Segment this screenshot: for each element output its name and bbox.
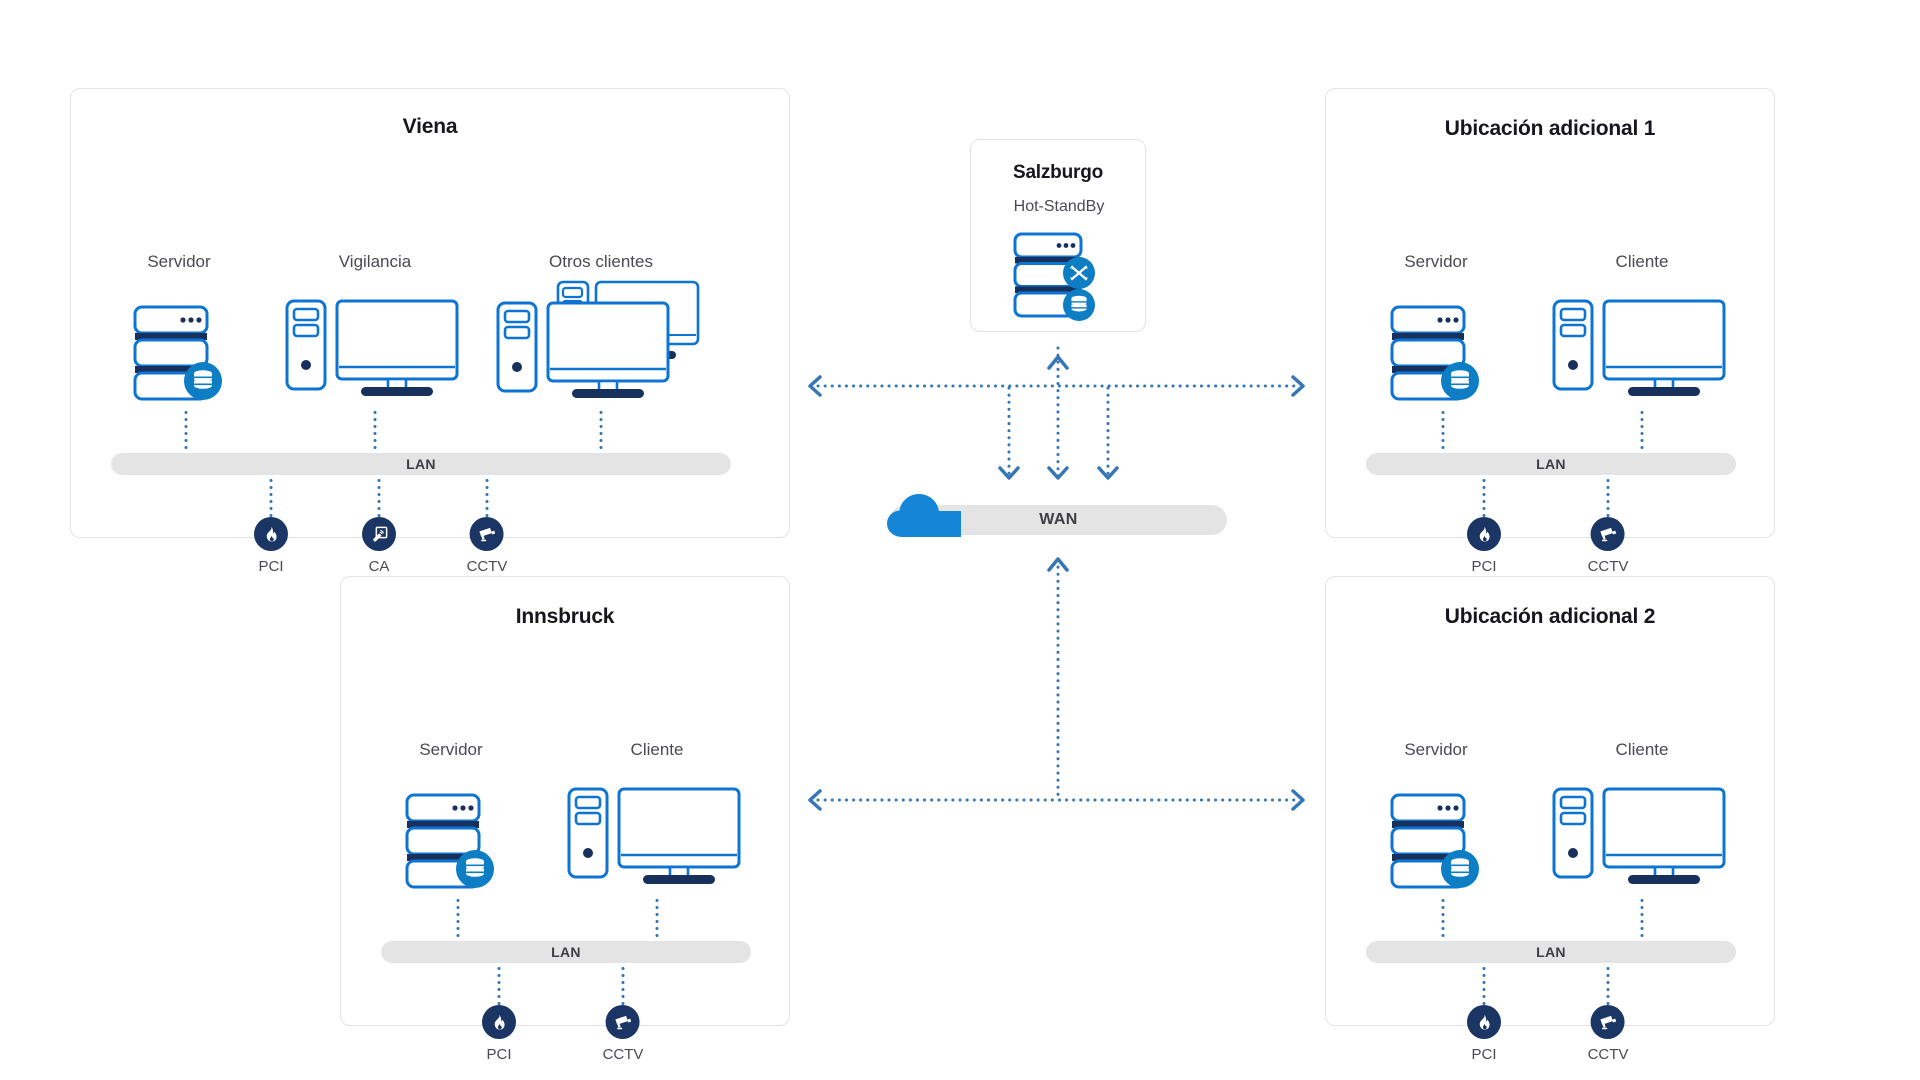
link-server-lan (1441, 897, 1445, 939)
security-icon-pci-ua2[interactable]: PCI (1467, 1005, 1501, 1063)
lan-bar-viena: LAN (111, 453, 731, 475)
device-workstation-cliente-ua2[interactable] (1552, 785, 1732, 885)
security-icon-label: PCI (486, 1046, 512, 1063)
link-lan-pci (269, 477, 273, 517)
fire-icon (254, 517, 288, 551)
security-icon-label: CCTV (602, 1046, 644, 1063)
security-icon-cctv-ua2[interactable]: CCTV (1587, 1005, 1629, 1063)
site-title-viena: Viena (402, 115, 458, 138)
link-lan-pci (1482, 965, 1486, 1005)
security-icon-cctv-viena[interactable]: CCTV (466, 517, 508, 575)
lan-bar-ua1: LAN (1366, 453, 1736, 475)
site-panel-ubicacion-adicional-2: Ubicación adicional 2 Servidor Cliente (1325, 576, 1775, 1063)
site-title-ua1: Ubicación adicional 1 (1444, 117, 1656, 140)
link-server-lan (456, 897, 460, 939)
link-lan-cctv (485, 477, 489, 517)
cctv-camera-icon (1591, 1005, 1625, 1039)
link-server-lan (1441, 409, 1445, 451)
device-server-db-ua2[interactable] (1388, 789, 1484, 889)
link-lan-cctv (621, 965, 625, 1005)
salzburgo-subtitle: Hot-StandBy (1013, 198, 1105, 215)
column-label-servidor: Servidor (419, 740, 483, 759)
column-label-cliente: Cliente (1615, 252, 1669, 271)
site-title-salzburgo: Salzburgo (1012, 162, 1104, 183)
security-icon-cctv-ua1[interactable]: CCTV (1587, 517, 1629, 575)
column-label-servidor: Servidor (1404, 740, 1468, 759)
arrowhead-salzburgo-down (1047, 466, 1069, 480)
site-title-ua2: Ubicación adicional 2 (1444, 605, 1656, 628)
column-label-servidor: Servidor (1404, 252, 1468, 271)
arrowhead-wan-up (1047, 557, 1069, 572)
site-panel-ubicacion-adicional-1: Ubicación adicional 1 Servidor Cliente (1325, 88, 1775, 575)
column-label-cliente: Cliente (1615, 740, 1669, 759)
link-lan-pci (1482, 477, 1486, 517)
link-lan-cctv (1606, 477, 1610, 517)
fire-icon (1467, 517, 1501, 551)
device-server-sync-db-salzburgo[interactable] (1011, 228, 1107, 324)
link-lan-pci (497, 965, 501, 1005)
arrowhead-right-down (1097, 466, 1119, 480)
arrowhead-left-down (998, 466, 1020, 480)
security-icon-label: PCI (1471, 558, 1497, 575)
link-lan-ca (377, 477, 381, 517)
column-label-cliente: Cliente (630, 740, 684, 759)
arrowhead-ua1-right (1291, 375, 1305, 397)
site-panel-innsbruck: Innsbruck Servidor Cliente (340, 576, 790, 1063)
site-panel-viena: Viena Servidor Vigilancia Otros clientes (70, 88, 790, 575)
access-control-icon (362, 517, 396, 551)
cctv-camera-icon (470, 517, 504, 551)
link-cliente-lan (655, 897, 659, 939)
security-icon-label: CA (368, 558, 390, 575)
lan-bar-ua2: LAN (1366, 941, 1736, 963)
link-cliente-lan (1640, 897, 1644, 939)
arrowhead-ua2-right (1291, 789, 1305, 811)
link-vigilancia-lan (373, 409, 377, 451)
cctv-camera-icon (1591, 517, 1625, 551)
device-server-db-ua1[interactable] (1388, 301, 1484, 401)
device-server-db-viena[interactable] (131, 301, 227, 401)
lan-bar-innsbruck: LAN (381, 941, 751, 963)
security-icon-cctv-innsbruck[interactable]: CCTV (602, 1005, 644, 1063)
security-icon-pci-viena[interactable]: PCI (254, 517, 288, 575)
security-icon-label: PCI (258, 558, 284, 575)
cloud-icon (887, 494, 961, 537)
fire-icon (1467, 1005, 1501, 1039)
site-title-innsbruck: Innsbruck (515, 605, 615, 628)
security-icon-label: CCTV (466, 558, 508, 575)
site-panel-salzburgo: Salzburgo Hot-StandBy (970, 139, 1146, 332)
security-icon-pci-ua1[interactable]: PCI (1467, 517, 1501, 575)
security-icon-pci-innsbruck[interactable]: PCI (482, 1005, 516, 1063)
link-server-lan (184, 409, 188, 451)
arrowhead-salzburgo-up (1047, 355, 1069, 370)
device-workstation-multi-otros-clientes[interactable] (496, 279, 706, 399)
link-lan-cctv (1606, 965, 1610, 1005)
security-icon-label: CCTV (1587, 1046, 1629, 1063)
arrowhead-innsbruck-left (808, 789, 822, 811)
arrowhead-viena-left (808, 375, 822, 397)
device-workstation-cliente-ua1[interactable] (1552, 297, 1732, 397)
security-icon-label: CCTV (1587, 558, 1629, 575)
security-icon-ca-viena[interactable]: CA (362, 517, 396, 575)
device-workstation-cliente-innsbruck[interactable] (567, 785, 747, 885)
link-cliente-lan (1640, 409, 1644, 451)
device-server-db-innsbruck[interactable] (403, 789, 499, 889)
column-label-vigilancia: Vigilancia (338, 252, 412, 271)
column-label-servidor: Servidor (147, 252, 211, 271)
cctv-camera-icon (606, 1005, 640, 1039)
device-workstation-vigilancia[interactable] (285, 297, 465, 397)
security-icon-label: PCI (1471, 1046, 1497, 1063)
column-label-otros-clientes: Otros clientes (549, 252, 653, 271)
fire-icon (482, 1005, 516, 1039)
link-otros-lan (599, 409, 603, 451)
